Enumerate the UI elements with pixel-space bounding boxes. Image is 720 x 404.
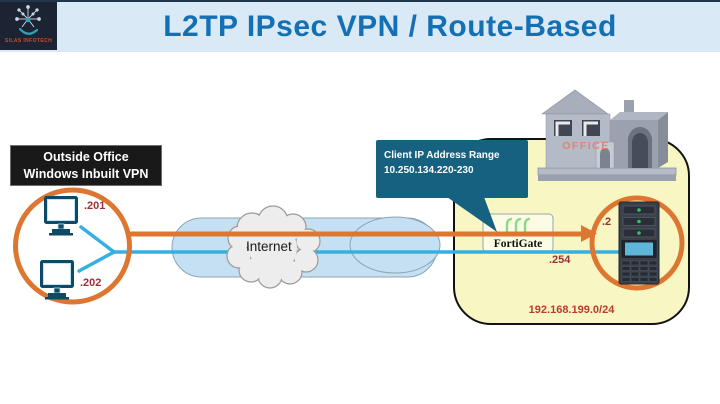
client-site-caption: Outside Office Windows Inbuilt VPN — [10, 145, 162, 186]
server-circle — [589, 195, 685, 291]
lan-subnet-label: 192.168.199.0/24 — [528, 304, 615, 316]
internet-label: Internet — [246, 239, 292, 254]
server-ip-label: .2 — [602, 216, 612, 228]
internet-ellipse — [349, 216, 441, 274]
arrowhead-icon — [581, 225, 597, 242]
server-rack-icon — [618, 201, 660, 285]
client-ip-range-callout: Client IP Address Range 10.250.134.220-2… — [376, 140, 528, 198]
office-building-icon — [537, 89, 677, 181]
vpn-line-blue — [77, 225, 621, 273]
callout-line2: 10.250.134.220-230 — [384, 165, 474, 176]
office-label: OFFICE — [562, 140, 610, 152]
pc1-desktop-icon — [44, 196, 78, 236]
gateway-ip-label: .254 — [549, 254, 571, 266]
wan-line-orange — [128, 225, 597, 242]
fortigate-label: FortiGate — [494, 238, 543, 250]
header-bar: SILAS INFOTECH L2TP IPsec VPN / Route-Ba… — [0, 0, 720, 52]
fortigate-icon — [505, 217, 531, 233]
pc2-desktop-icon — [40, 260, 74, 300]
page-title: L2TP IPsec VPN / Route-Based — [163, 10, 617, 43]
caption-line2: Windows Inbuilt VPN — [23, 166, 149, 181]
callout-line1: Client IP Address Range — [384, 150, 500, 161]
logo: SILAS INFOTECH — [0, 2, 57, 50]
pc2-ip-label: .202 — [80, 277, 102, 289]
caption-line1: Outside Office — [43, 150, 129, 164]
pc1-ip-label: .201 — [84, 200, 106, 212]
logo-text: SILAS INFOTECH — [4, 38, 53, 44]
client-site-circle — [13, 187, 132, 305]
logo-network-icon — [15, 5, 41, 35]
